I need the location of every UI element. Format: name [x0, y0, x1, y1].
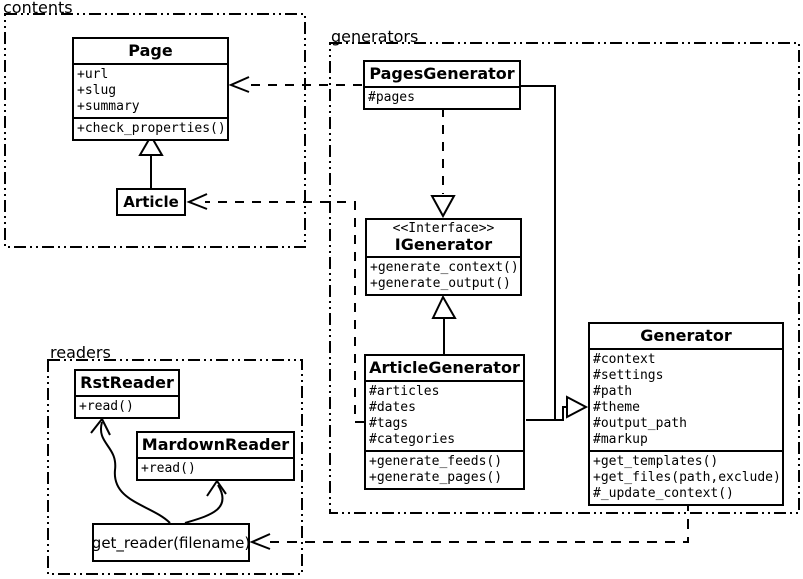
class-pagesgenerator: PagesGenerator #pages [363, 60, 521, 110]
method: #_update_context() [593, 486, 734, 501]
attribute: +url [77, 67, 109, 82]
class-igenerator-header: <<Interface>> IGenerator [367, 220, 520, 256]
package-label-contents: contents [3, 0, 73, 17]
class-pagesgenerator-title: PagesGenerator [369, 64, 515, 83]
attribute: +slug [77, 83, 117, 98]
class-page: Page +url +slug +summary +check_properti… [72, 37, 229, 141]
dependency-pagesgenerator-to-page [228, 76, 362, 93]
inheritance-article-to-page [138, 134, 164, 188]
method: +generate_feeds() [369, 454, 503, 469]
package-readers-border [47, 359, 303, 575]
attribute: #settings [593, 368, 664, 383]
class-mardownreader-title: MardownReader [141, 435, 290, 454]
class-mardownreader: MardownReader +read() [136, 431, 295, 481]
function-get-reader-label: get_reader(filename) [91, 533, 251, 552]
package-label-readers: readers [50, 343, 111, 362]
class-igenerator-stereotype: <<Interface>> [392, 221, 495, 236]
class-articlegenerator: ArticleGenerator #articles #dates #tags … [364, 354, 525, 490]
class-article: Article [116, 188, 186, 216]
attribute: #path [593, 384, 633, 399]
arrow-getreader-to-rstreader [90, 417, 171, 524]
method: +generate_pages() [369, 470, 503, 485]
class-page-title: Page [128, 41, 173, 60]
realization-pagesgenerator-to-igenerator [430, 108, 456, 219]
attribute: #pages [368, 90, 415, 105]
function-get-reader: get_reader(filename) [92, 523, 250, 562]
class-mardownreader-methods: +read() [138, 457, 293, 479]
class-pagesgenerator-attributes: #pages [365, 86, 519, 108]
class-igenerator: <<Interface>> IGenerator +generate_conte… [365, 218, 522, 296]
class-generator-title: Generator [640, 326, 732, 345]
package-contents-border [4, 13, 306, 248]
attribute: #output_path [593, 416, 687, 431]
attribute: #markup [593, 432, 648, 447]
class-articlegenerator-attributes: #articles #dates #tags #categories [366, 380, 523, 450]
method: +read() [141, 461, 196, 476]
attribute: +summary [77, 99, 140, 114]
attribute: #dates [369, 400, 416, 415]
method: +check_properties() [77, 121, 226, 136]
package-label-generators: generators [331, 27, 419, 46]
class-page-attributes: +url +slug +summary [74, 63, 227, 117]
class-igenerator-title: IGenerator [394, 235, 493, 254]
class-igenerator-methods: +generate_context() +generate_output() [367, 256, 520, 294]
inheritance-generators-to-generator [521, 85, 589, 421]
class-rstreader-methods: +read() [76, 395, 178, 417]
class-page-methods: +check_properties() [74, 117, 227, 139]
attribute: #theme [593, 400, 640, 415]
method: +generate_output() [370, 276, 511, 291]
arrow-getreader-to-mardownreader [184, 479, 227, 524]
method: +read() [79, 399, 134, 414]
class-rstreader-title: RstReader [80, 373, 174, 392]
class-generator-attributes: #context #settings #path #theme #output_… [590, 348, 782, 450]
method: +get_files(path,exclude) [593, 470, 781, 485]
class-articlegenerator-methods: +generate_feeds() +generate_pages() [366, 450, 523, 488]
attribute: #tags [369, 416, 409, 431]
class-article-title: Article [123, 193, 179, 211]
method: +generate_context() [370, 260, 519, 275]
attribute: #categories [369, 432, 456, 447]
class-generator-methods: +get_templates() +get_files(path,exclude… [590, 450, 782, 504]
inheritance-articlegenerator-to-igenerator [431, 294, 457, 354]
method: +get_templates() [593, 454, 719, 469]
class-rstreader: RstReader +read() [74, 369, 180, 419]
dependency-articlegenerator-to-article [186, 193, 364, 423]
package-generators-border [329, 42, 800, 514]
class-generator: Generator #context #settings #path #them… [588, 322, 784, 506]
class-articlegenerator-title: ArticleGenerator [369, 358, 520, 377]
attribute: #articles [369, 384, 440, 399]
dependency-generator-to-getreader [249, 501, 689, 550]
attribute: #context [593, 352, 656, 367]
